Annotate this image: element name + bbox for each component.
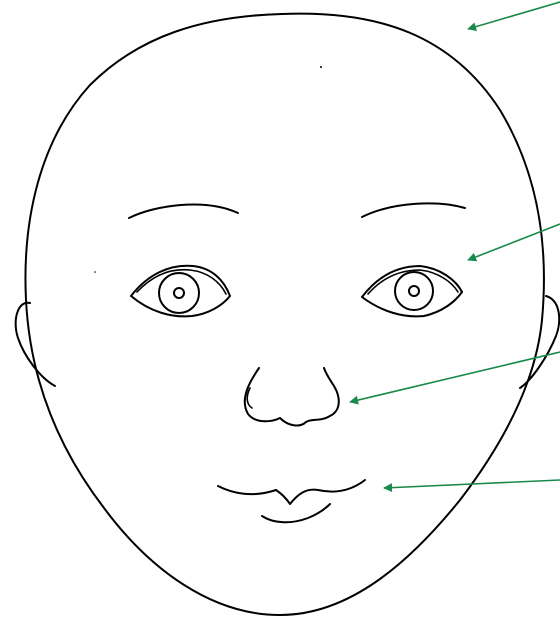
left-eyebrow <box>129 205 238 218</box>
speck <box>320 66 322 68</box>
nostril-left <box>247 388 252 408</box>
head-outline <box>25 14 544 615</box>
mouth-arrow <box>384 480 560 488</box>
left-ear <box>16 303 55 386</box>
lower-lip <box>262 504 330 522</box>
left-eye <box>131 266 230 317</box>
upper-lip <box>218 480 365 504</box>
callout-arrows <box>350 2 560 488</box>
speck <box>94 271 96 273</box>
eye-arrow <box>468 224 560 260</box>
forehead-arrow <box>468 2 560 29</box>
nose <box>245 368 339 425</box>
right-eyebrow <box>362 203 465 217</box>
right-eye <box>362 266 462 316</box>
